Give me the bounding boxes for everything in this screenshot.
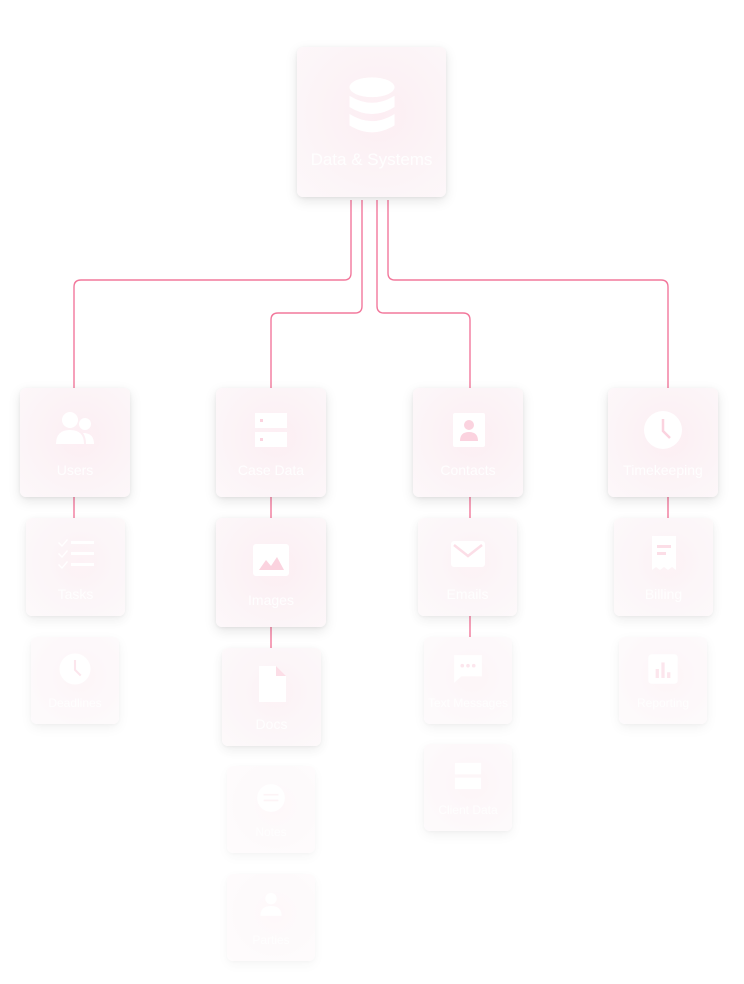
- node-billing[interactable]: Billing: [614, 518, 713, 616]
- node-label: Emails: [446, 586, 489, 602]
- node-label: Contacts: [440, 461, 496, 478]
- node-label: Billing: [644, 586, 683, 602]
- task-list-icon: [54, 532, 98, 576]
- node-timekeeping[interactable]: Timekeeping: [608, 388, 718, 497]
- node-emails[interactable]: Emails: [418, 518, 517, 616]
- node-label: Tasks: [57, 586, 94, 602]
- envelope-icon: [446, 532, 490, 576]
- node-label: Deadlines: [48, 695, 102, 710]
- connector-root-case-data: [270, 200, 363, 388]
- node-text-messages[interactable]: Text Messages: [424, 637, 512, 724]
- node-notes[interactable]: Notes: [227, 766, 315, 853]
- node-reporting[interactable]: Reporting: [619, 637, 707, 724]
- chat-bubble-icon: [450, 651, 486, 687]
- server-icon: [249, 408, 293, 452]
- node-label: Parties: [252, 932, 290, 947]
- node-parties[interactable]: Parties: [227, 874, 315, 961]
- node-label: Case Data: [237, 461, 305, 478]
- node-deadlines[interactable]: Deadlines: [31, 637, 119, 724]
- node-label: Text Messages: [427, 695, 509, 710]
- database-icon: [343, 76, 401, 138]
- node-label: Reporting: [636, 695, 690, 710]
- node-label: Docs: [255, 716, 288, 732]
- node-docs[interactable]: Docs: [222, 648, 321, 746]
- document-icon: [250, 662, 294, 706]
- users-icon: [53, 408, 97, 452]
- server-icon: [450, 758, 486, 794]
- node-images[interactable]: Images: [216, 518, 326, 627]
- node-label: Users: [56, 461, 94, 478]
- clock-icon: [57, 651, 93, 687]
- node-data-and-systems[interactable]: Data & Systems: [297, 47, 446, 197]
- clock-icon: [641, 408, 685, 452]
- node-label: Notes: [255, 824, 287, 839]
- notes-icon: [253, 780, 289, 816]
- node-label: Client Data: [438, 802, 498, 817]
- node-label: Images: [248, 591, 294, 608]
- node-tasks[interactable]: Tasks: [26, 518, 125, 616]
- node-case-data[interactable]: Case Data: [216, 388, 326, 497]
- connector-root-timekeeping: [387, 200, 669, 388]
- connector-root-contacts: [376, 200, 471, 388]
- person-icon: [253, 888, 289, 924]
- bar-chart-icon: [645, 651, 681, 687]
- connector-root-users: [73, 200, 352, 388]
- contact-card-icon: [446, 408, 490, 452]
- node-label: Data & Systems: [310, 150, 433, 169]
- node-client-data[interactable]: Client Data: [424, 744, 512, 831]
- receipt-icon: [642, 532, 686, 576]
- image-icon: [249, 538, 293, 582]
- node-contacts[interactable]: Contacts: [413, 388, 523, 497]
- node-label: Timekeeping: [623, 461, 703, 478]
- node-users[interactable]: Users: [20, 388, 130, 497]
